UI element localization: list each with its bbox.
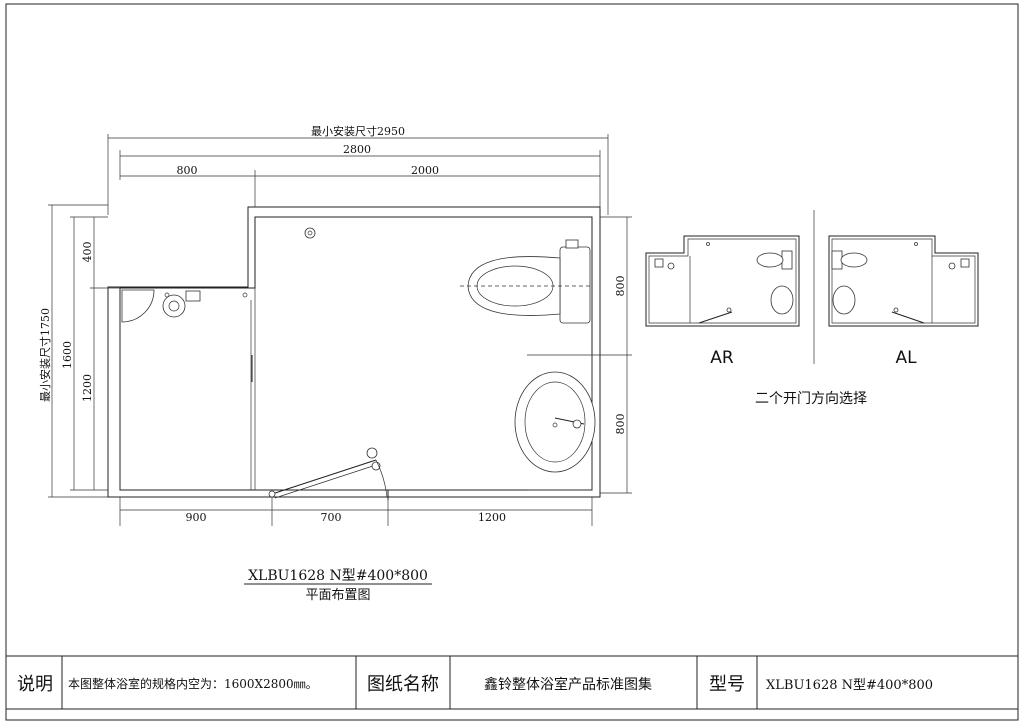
basin-drain: [552, 422, 558, 428]
door-swing-arc: [375, 459, 388, 498]
floor-drain-inner: [307, 230, 313, 236]
dim-bottom-door: 700: [321, 511, 342, 524]
dim-right-width: 2000: [411, 164, 439, 177]
note-label: 说明: [17, 674, 53, 695]
toilet: [460, 239, 592, 324]
option-al-plan: [828, 235, 979, 327]
basin: [514, 354, 596, 491]
model-title: XLBU1628 N型#400*800: [248, 568, 428, 584]
shower-valve-inner: [168, 300, 180, 312]
shower-mixer: [185, 290, 201, 302]
dim-min-install-height: 最小安装尺寸1750: [38, 308, 52, 402]
option-ar-label: AR: [710, 348, 734, 368]
dim-min-install-width: 最小安装尺寸2950: [311, 124, 405, 138]
note-text: 本图整体浴室的规格内空为：1600X2800㎜。: [68, 676, 318, 691]
bottom-dimensions: 900 700 1200: [119, 497, 593, 526]
shower-valve-icon: [162, 294, 186, 318]
model-label: 型号: [709, 674, 745, 695]
dim-right-upper: 800: [614, 276, 627, 297]
dim-bottom-left: 900: [186, 511, 207, 524]
dim-total-width: 2800: [343, 143, 371, 156]
model-value: XLBU1628 N型#400*800: [766, 678, 933, 693]
drain-point: [242, 292, 248, 298]
basin-inner: [524, 381, 586, 463]
door-leaf: [271, 459, 377, 495]
door: [268, 447, 389, 500]
floor-plan: 最小安装尺寸2950 2800 800 2000 最小安装尺寸1750 1600…: [38, 124, 632, 603]
drawing-name: 鑫铃整体浴室产品标准图集: [484, 676, 652, 693]
plan-subtitle: 平面布置图: [305, 588, 370, 603]
door-hinge: [268, 490, 276, 498]
title-block: 说明 本图整体浴室的规格内空为：1600X2800㎜。 图纸名称 鑫铃整体浴室产…: [6, 655, 1018, 710]
toilet-flush: [565, 239, 579, 249]
top-dimensions: 最小安装尺寸2950 2800 800 2000: [107, 124, 609, 215]
basin-bowl: [514, 371, 596, 473]
door-handle: [366, 447, 378, 459]
option-al-label: AL: [895, 348, 917, 368]
dim-left-width: 800: [177, 164, 198, 177]
drawing-name-label: 图纸名称: [367, 674, 439, 695]
dim-lower-height: 1200: [81, 374, 94, 402]
corner-shelf: [121, 289, 155, 323]
option-ar-plan: [645, 235, 800, 327]
door-options: AR AL 二个开门方向选择: [645, 210, 979, 407]
door-leaf-2: [274, 463, 380, 499]
dim-bottom-right: 1200: [478, 511, 506, 524]
left-dimensions: 最小安装尺寸1750 1600 400 1200: [38, 204, 120, 498]
dim-total-height: 1600: [61, 341, 74, 369]
dim-upper-height: 400: [81, 242, 94, 263]
right-dimensions: 800 800: [592, 216, 632, 494]
dim-right-lower: 800: [614, 414, 627, 435]
floor-drain-icon: [304, 227, 316, 239]
sheet-border: [5, 3, 1019, 721]
toilet-tank: [559, 246, 591, 324]
shower-knob: [164, 292, 170, 298]
options-caption: 二个开门方向选择: [755, 391, 867, 407]
faucet-knob: [572, 419, 582, 429]
